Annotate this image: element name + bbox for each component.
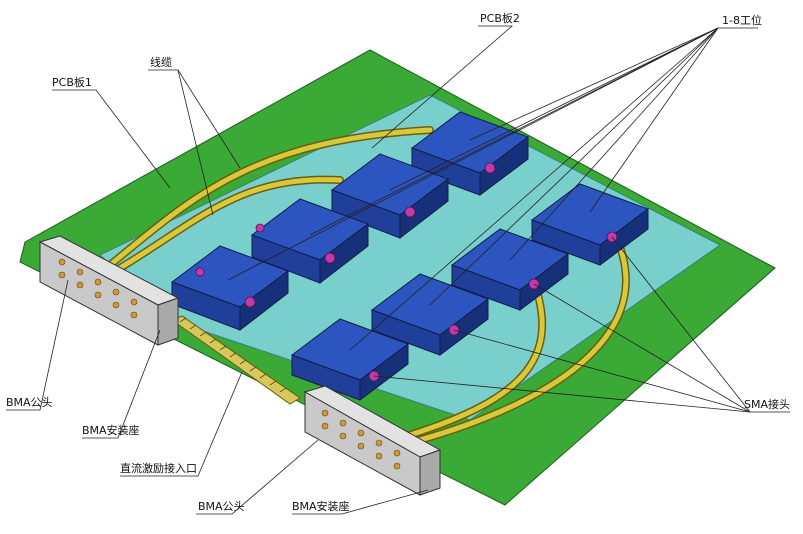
label-bma-male-right: BMA公头	[198, 500, 245, 513]
bma-connector-right	[303, 385, 442, 496]
module-3	[250, 198, 370, 285]
module-2	[330, 153, 450, 240]
label-bma-mount-left: BMA安装座	[82, 423, 140, 437]
label-dc-input: 直流激励接入口	[120, 461, 197, 475]
module-5	[530, 183, 650, 266]
bma-connector-left	[38, 235, 180, 346]
label-pcb1: PCB板1	[52, 75, 92, 89]
label-bma-mount-right: BMA安装座	[292, 499, 350, 513]
label-sma: SMA接头	[744, 398, 790, 411]
dc-input-pins	[179, 317, 287, 393]
label-cable: 线缆	[150, 55, 172, 69]
dc-input-connector	[170, 315, 301, 405]
label-bma-male-left: BMA公头	[6, 396, 53, 409]
leader-lines	[6, 25, 790, 515]
module-4	[170, 245, 290, 332]
label-stations: 1-8工位	[722, 13, 762, 27]
cables	[106, 126, 630, 444]
label-pcb2: PCB板2	[480, 11, 520, 25]
